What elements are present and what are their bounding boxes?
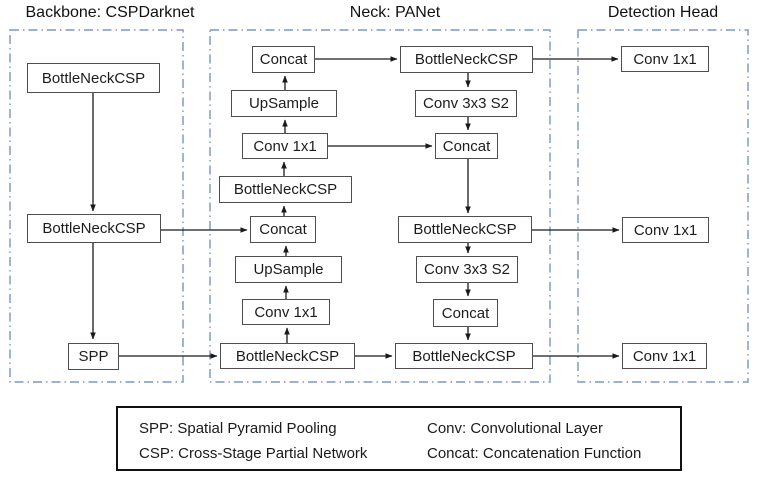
neck-container-border: [209, 29, 551, 383]
node-neck-bottleneckcsp-bottom-right: BottleNeckCSP: [395, 343, 533, 369]
backbone-container-border: [9, 29, 184, 383]
node-neck-conv1x1-low: Conv 1x1: [242, 299, 330, 325]
node-neck-concat-mid: Concat: [250, 216, 316, 243]
node-head-conv1x1-3: Conv 1x1: [622, 343, 707, 369]
node-neck-bottleneckcsp-left: BottleNeckCSP: [219, 176, 352, 203]
node-neck-concat-right-1: Concat: [435, 133, 498, 159]
node-neck-upsample-2: UpSample: [235, 256, 342, 283]
node-backbone-bottleneckcsp-2: BottleNeckCSP: [27, 214, 161, 243]
legend-item-conv: Conv: Convolutional Layer: [427, 420, 603, 437]
node-head-conv1x1-1: Conv 1x1: [621, 46, 709, 72]
legend-item-spp: SPP: Spatial Pyramid Pooling: [139, 420, 337, 437]
node-neck-upsample-1: UpSample: [231, 90, 337, 117]
node-neck-concat-right-2: Concat: [433, 299, 498, 327]
node-neck-conv3x3s2-2: Conv 3x3 S2: [416, 256, 518, 283]
neck-section-title: Neck: PANet: [349, 4, 441, 21]
detection-head-container-border: [577, 29, 749, 383]
node-neck-conv3x3s2-1: Conv 3x3 S2: [415, 90, 517, 117]
node-neck-bottleneckcsp-top-right: BottleNeckCSP: [400, 46, 533, 73]
legend-item-concat: Concat: Concatenation Function: [427, 445, 642, 462]
node-neck-concat-top: Concat: [252, 46, 315, 73]
legend-box: SPP: Spatial Pyramid Pooling CSP: Cross-…: [116, 406, 682, 471]
connector-arrows: [90, 56, 620, 359]
node-neck-conv1x1-mid: Conv 1x1: [242, 133, 328, 159]
detection-head-section-title: Detection Head: [607, 4, 719, 21]
legend-item-csp: CSP: Cross-Stage Partial Network: [139, 445, 368, 462]
node-backbone-spp: SPP: [68, 343, 119, 370]
node-backbone-bottleneckcsp-1: BottleNeckCSP: [27, 63, 160, 93]
node-neck-bottleneckcsp-bottom-left: BottleNeckCSP: [220, 343, 355, 369]
node-neck-bottleneckcsp-mid-right: BottleNeckCSP: [398, 216, 532, 243]
backbone-section-title: Backbone: CSPDarknet: [25, 4, 195, 21]
node-head-conv1x1-2: Conv 1x1: [622, 217, 709, 243]
